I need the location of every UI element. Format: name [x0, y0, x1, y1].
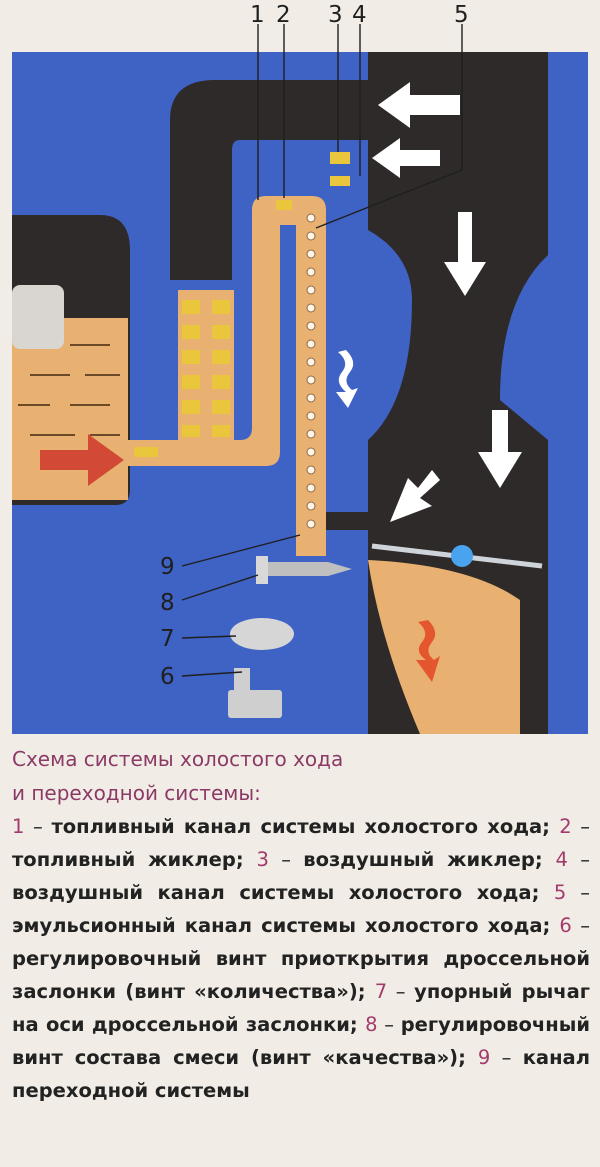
caption-title-line-2: и переходной системы: [12, 781, 261, 805]
mixture-screw [256, 556, 352, 584]
mixture-cone [368, 560, 520, 734]
callout-8: 8 [160, 590, 175, 616]
legend-item-3: 3 – воздушный жиклер; [256, 848, 543, 871]
legend-item-5: 5 – эмульсионный канал системы холостого… [12, 881, 591, 937]
fuel-inlet-jet [134, 447, 158, 457]
air-jet-3 [330, 152, 350, 164]
callout-4: 4 [352, 2, 367, 28]
mixture-flow-arrow [416, 620, 440, 682]
callout-1: 1 [250, 2, 265, 28]
callout-6: 6 [160, 664, 175, 690]
stop-lever [230, 618, 294, 650]
fuel-channel-1 [128, 196, 326, 556]
air-tube [170, 80, 370, 280]
emulsion-flow-arrow [336, 350, 358, 408]
quantity-screw [228, 668, 282, 718]
legend-item-1: 1 – топливный канал системы холостого хо… [12, 815, 550, 838]
callout-7: 7 [160, 626, 175, 652]
air-inflow-arrow [372, 82, 460, 178]
float [12, 285, 64, 349]
callout-2: 2 [276, 2, 291, 28]
legend-item-6: 6 – регулировочный винт приоткрытия дрос… [12, 914, 590, 1003]
emulsion-bubbles [306, 213, 316, 529]
air-jet-4 [330, 176, 350, 186]
fuel-inflow-arrow [40, 434, 124, 486]
idle-jet-block [178, 290, 234, 440]
legend-item-9: 9 – канал переходной системы [12, 1046, 590, 1102]
air-flow-down-arrow [390, 212, 522, 522]
legend-item-2: 2 – топливный жиклер; [12, 815, 590, 871]
caption-legend: 1 – топливный канал системы холостого хо… [12, 810, 590, 1107]
callout-5: 5 [454, 2, 469, 28]
legend-item-8: 8 – регулировочный винт состава смеси (в… [12, 1013, 590, 1069]
callout-3: 3 [328, 2, 343, 28]
fuel-jet-2 [276, 200, 292, 210]
legend-item-4: 4 – воздушный канал системы холостого хо… [12, 848, 590, 904]
callout-9: 9 [160, 554, 175, 580]
figure-caption: Схема системы холостого хода и переходно… [12, 742, 590, 1107]
idle-jet-stack [182, 300, 230, 437]
leader-lines [181, 24, 463, 677]
caption-title-line-1: Схема системы холостого хода [12, 747, 344, 771]
idle-outlet-channel [326, 512, 372, 530]
idle-system-diagram: 1 2 3 4 5 9 8 7 6 [12, 2, 588, 734]
legend-item-7: 7 – упорный рычаг на оси дроссельной зас… [12, 980, 590, 1036]
throttle-axis [451, 545, 473, 567]
